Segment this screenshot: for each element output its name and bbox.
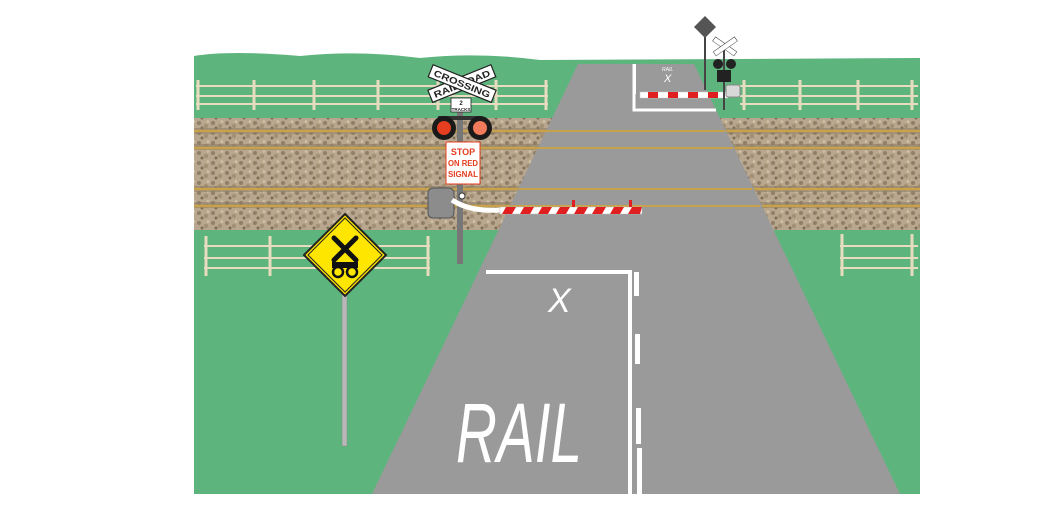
far-crossbuck-icon: [712, 36, 738, 57]
pavement-cross-marking: X: [547, 282, 572, 320]
road-rails: [511, 130, 760, 207]
near-boom-gate: [427, 187, 643, 219]
stop-on-red-sign: [445, 141, 481, 185]
stop-sign-line-2: ON RED: [448, 159, 478, 168]
railway-crossing-warning-icon: [302, 212, 388, 298]
fence-front-right: [840, 234, 918, 276]
far-pavement-cross-marking: X: [663, 73, 672, 85]
pavement-word-marking: RAIL: [456, 386, 582, 480]
advance-warning-sign: [302, 212, 388, 447]
near-stop-box: [486, 270, 632, 494]
stop-sign-line-1: STOP: [451, 147, 475, 157]
far-signal: [694, 16, 738, 110]
flashing-lights-icon: [432, 116, 492, 140]
tracks-plate: [450, 97, 472, 113]
signal-post: [457, 106, 463, 264]
far-stop-box: [632, 64, 716, 112]
boom-arm: [499, 206, 643, 215]
stop-sign-line-3: SIGNAL: [448, 170, 478, 179]
road: X X RAIL RAIL: [372, 64, 900, 494]
far-pavement-word: RAIL: [662, 67, 673, 73]
diamond-sign-icon: [694, 16, 716, 38]
tracks-number: 2: [459, 101, 463, 107]
warning-sign-post: [341, 287, 348, 447]
fence-back-right: [740, 80, 918, 110]
boom-mechanism: [427, 187, 455, 219]
tracks-word: TRACKS: [452, 107, 471, 112]
far-boom-gate: [639, 84, 741, 99]
